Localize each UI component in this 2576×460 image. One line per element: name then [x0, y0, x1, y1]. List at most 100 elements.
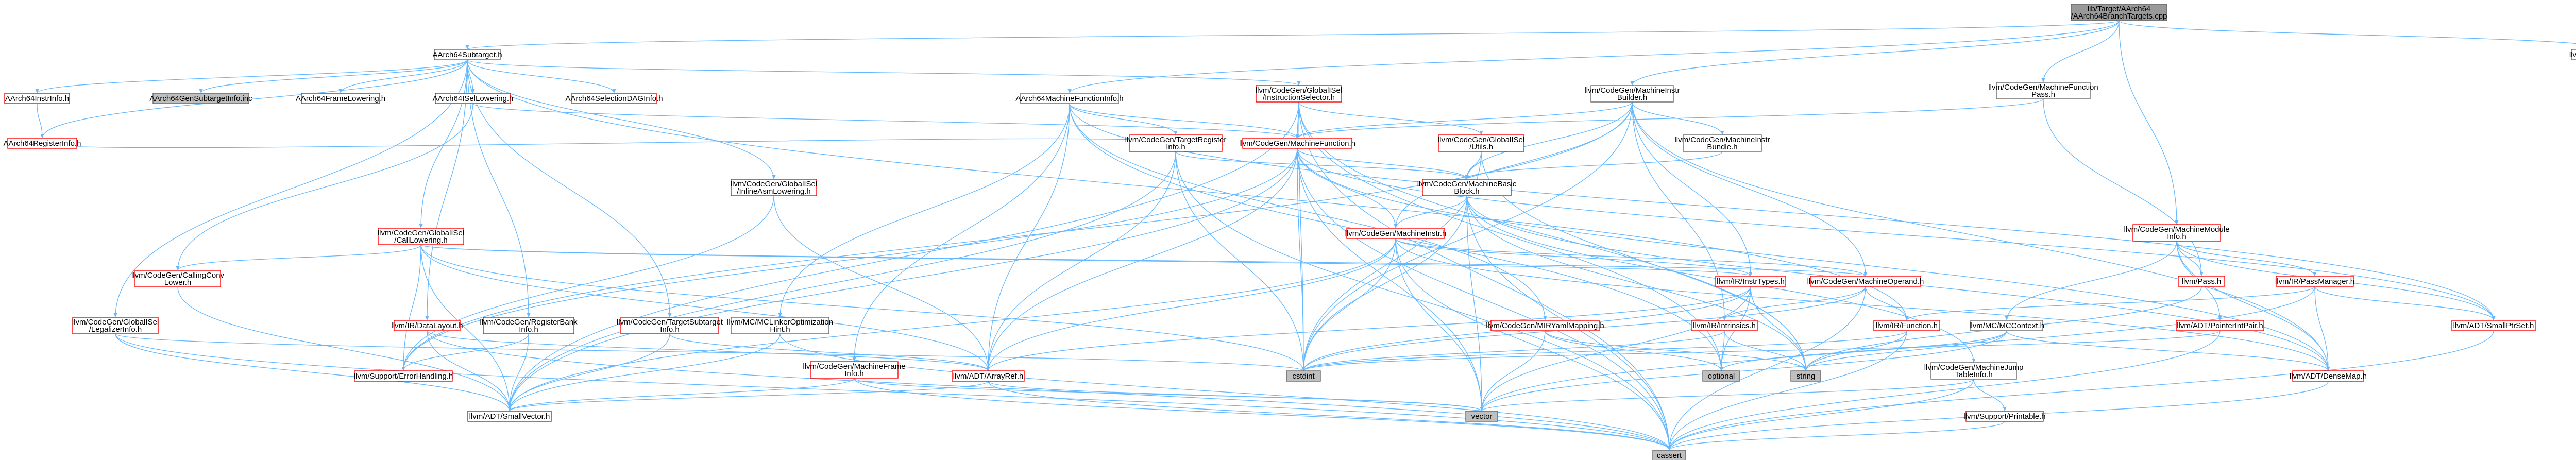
- node-label: llvm/IR/Function.h: [1876, 321, 1938, 330]
- node-mc-context[interactable]: llvm/MC/MCContext.h: [1969, 320, 2044, 331]
- node-datalayout[interactable]: llvm/IR/DataLayout.h: [391, 320, 463, 331]
- node-mfi[interactable]: AArch64MachineFunctionInfo.h: [1015, 93, 1124, 104]
- edge-machine-function-to-cstdint: [1297, 148, 1306, 371]
- node-root[interactable]: lib/Target/AArch64/AArch64BranchTargets.…: [2071, 4, 2167, 21]
- node-box: [2292, 370, 2364, 382]
- node-cstdint[interactable]: cstdint: [1286, 370, 1321, 382]
- node-ir-function[interactable]: llvm/IR/Function.h: [1873, 320, 1940, 331]
- node-small-ptr-set[interactable]: llvm/ADT/SmallPtrSet.h: [2451, 320, 2536, 331]
- node-label: llvm/CodeGen/TargetRegister: [1125, 135, 1227, 144]
- node-label: llvm/CodeGen/MachineFrame: [803, 362, 905, 371]
- node-box: [4, 93, 70, 104]
- edge-gisel-calllowering-to-error-handling: [401, 244, 421, 371]
- node-sel-dag[interactable]: AArch64SelectionDAGInfo.h: [565, 93, 663, 104]
- node-vector[interactable]: vector: [1465, 411, 1498, 422]
- node-error-handling[interactable]: llvm/Support/ErrorHandling.h: [354, 370, 453, 382]
- node-gisel-calllowering[interactable]: llvm/CodeGen/GlobalISel/CallLowering.h: [378, 228, 464, 245]
- node-gisel-legalizer[interactable]: llvm/CodeGen/GlobalISel/LegalizerInfo.h: [72, 317, 159, 334]
- node-label: Bundle.h: [1707, 143, 1737, 151]
- node-pass[interactable]: llvm/Pass.h: [2178, 276, 2225, 287]
- node-support-debug[interactable]: llvm/Support/Debug.h: [2569, 49, 2576, 60]
- node-gisel-instsel[interactable]: llvm/CodeGen/GlobalISel/InstructionSelec…: [1256, 85, 1342, 103]
- node-label: llvm/CodeGen/GlobalISel: [72, 318, 159, 327]
- node-label: llvm/Support/ErrorHandling.h: [354, 372, 453, 381]
- node-box: [1691, 320, 1758, 331]
- edge-gisel-instsel-to-gisel-utils: [1298, 101, 1483, 135]
- node-gisel-utils[interactable]: llvm/CodeGen/GlobalISel/Utils.h: [1438, 134, 1524, 152]
- node-string[interactable]: string: [1790, 370, 1821, 382]
- node-gisel-inlineasm[interactable]: llvm/CodeGen/GlobalISel/InlineAsmLowerin…: [731, 179, 817, 196]
- node-box: [731, 179, 817, 196]
- node-frame-lowering[interactable]: AArch64FrameLowering.h: [296, 93, 385, 104]
- edge-mjti-to-printable: [1973, 379, 2007, 412]
- node-label: llvm/CodeGen/GlobalISel: [731, 180, 817, 189]
- node-machine-function[interactable]: llvm/CodeGen/MachineFunction.h: [1239, 138, 1355, 149]
- node-box: [467, 411, 552, 422]
- node-cassert[interactable]: cassert: [1652, 450, 1686, 460]
- node-box: [7, 138, 77, 149]
- dependency-edges: [35, 20, 2576, 451]
- edge-gisel-calllowering-to-instr-types: [420, 244, 1752, 277]
- node-isel-lowering[interactable]: AArch64ISelLowering.h: [433, 93, 514, 104]
- edge-mi-builder-to-dense-map: [1632, 101, 2330, 371]
- node-box: [1996, 82, 2091, 99]
- node-label: /InlineAsmLowering.h: [737, 187, 810, 196]
- edge-pass-manager-to-ir-function: [1905, 286, 2315, 321]
- node-mo[interactable]: llvm/CodeGen/MachineOperand.h: [1807, 276, 1924, 287]
- edge-subtarget-to-instrinfo: [35, 59, 468, 94]
- edge-ir-function-to-cassert: [1667, 330, 1907, 451]
- node-label: /AArch64BranchTargets.cpp: [2071, 12, 2167, 21]
- node-pass-manager[interactable]: llvm/IR/PassManager.h: [2275, 276, 2354, 287]
- node-gen-subtarget[interactable]: AArch64GenSubtargetInfo.inc: [149, 93, 252, 104]
- node-optional[interactable]: optional: [1702, 370, 1740, 382]
- node-small-vector[interactable]: llvm/ADT/SmallVector.h: [467, 411, 552, 422]
- edge-mmi-to-pass: [2176, 241, 2204, 277]
- node-dense-map[interactable]: llvm/ADT/DenseMap.h: [2290, 370, 2367, 382]
- node-label: llvm/IR/InstrTypes.h: [1717, 277, 1785, 286]
- node-subtarget[interactable]: AArch64Subtarget.h: [432, 49, 502, 60]
- edge-mo-to-cassert: [1667, 286, 1866, 451]
- node-register-info[interactable]: AArch64RegisterInfo.h: [4, 138, 81, 149]
- node-box: [134, 270, 221, 287]
- node-box: [1242, 138, 1352, 149]
- edge-machine-instr-to-mo: [1395, 238, 1868, 277]
- edge-mo-to-intrinsics: [1722, 286, 1866, 321]
- node-label: AArch64SelectionDAGInfo.h: [565, 94, 663, 103]
- node-label: llvm/CodeGen/MachineOperand.h: [1807, 277, 1924, 286]
- edge-subtarget-to-gisel-inlineasm: [467, 59, 776, 180]
- node-array-ref[interactable]: llvm/ADT/ArrayRef.h: [952, 370, 1025, 382]
- node-instr-types[interactable]: llvm/IR/InstrTypes.h: [1715, 276, 1786, 287]
- node-label: lib/Target/AArch64: [2088, 5, 2151, 13]
- node-box: [378, 228, 464, 245]
- node-box: [435, 93, 511, 104]
- edge-ir-function-to-string: [1804, 330, 1907, 371]
- node-label: AArch64InstrInfo.h: [5, 94, 69, 103]
- edge-subtarget-to-datalayout: [425, 59, 468, 321]
- edge-gisel-calllowering-to-small-vector: [420, 244, 512, 412]
- edge-subtarget-to-gisel-legalizer: [113, 59, 468, 318]
- node-machine-instr[interactable]: llvm/CodeGen/MachineInstr.h: [1345, 228, 1447, 239]
- node-instrinfo[interactable]: AArch64InstrInfo.h: [4, 93, 70, 104]
- node-label: cstdint: [1292, 372, 1315, 381]
- node-printable[interactable]: llvm/Support/Printable.h: [1963, 411, 2046, 422]
- edge-machine-function-to-vector: [1297, 148, 1484, 412]
- node-mir-yaml[interactable]: llvm/CodeGen/MIRYamlMapping.h: [1486, 320, 1604, 331]
- edge-root-to-mi-builder: [1630, 20, 2120, 86]
- node-label: AArch64Subtarget.h: [432, 50, 502, 59]
- edge-mi-builder-to-machine-function: [1295, 101, 1633, 139]
- node-intrinsics[interactable]: llvm/IR/Intrinsics.h: [1691, 320, 1758, 331]
- edge-datalayout-to-array-ref: [427, 330, 990, 371]
- node-pointer-int-pair[interactable]: llvm/ADT/PointerIntPair.h: [2176, 320, 2264, 331]
